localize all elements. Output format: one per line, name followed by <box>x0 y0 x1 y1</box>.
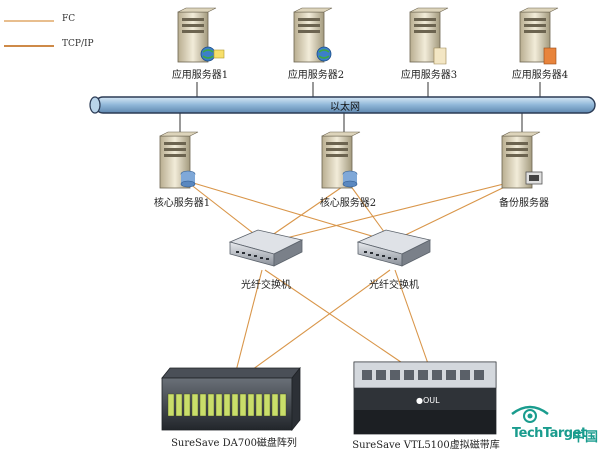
legend-tcpip-label: TCP/IP <box>62 39 94 49</box>
backup-server-icon <box>501 131 543 189</box>
legend-fc-label: FC <box>62 14 76 24</box>
fibre-switch-2-icon <box>356 229 432 267</box>
disk-bay <box>199 393 207 417</box>
disk-bay <box>231 393 239 417</box>
app-server-2-icon <box>293 7 333 63</box>
disk-bay <box>255 393 263 417</box>
app-server-3-label: 应用服务器3 <box>400 70 458 81</box>
core-server-2-icon <box>321 131 361 189</box>
fibre-switch-1-label: 光纤交换机 <box>241 280 291 291</box>
app-server-3-icon <box>409 7 449 65</box>
fibre-switch-1-icon <box>228 229 304 267</box>
disk-bay <box>239 393 247 417</box>
ethernet-bus <box>89 96 596 114</box>
disk-bay <box>223 393 231 417</box>
core-server-1-icon <box>159 131 199 189</box>
disk-bay <box>263 393 271 417</box>
disk-bay <box>167 393 175 417</box>
app-server-4-label: 应用服务器4 <box>511 70 569 81</box>
brand-label: TechTarget <box>512 426 587 441</box>
core-server-1-label: 核心服务器1 <box>153 198 211 209</box>
disk-bay <box>271 393 279 417</box>
app-bus-links <box>179 82 541 135</box>
svg-text:●OUL: ●OUL <box>416 396 440 405</box>
fibre-switch-2-label: 光纤交换机 <box>369 280 419 291</box>
disk-bay <box>175 393 183 417</box>
tape-library-icon: ●OUL <box>353 361 497 435</box>
techtarget-logo-icon <box>511 405 549 423</box>
app-server-4-icon <box>519 7 559 65</box>
backup-server-label: 备份服务器 <box>499 198 549 209</box>
tape-library-label: SureSave VTL5100虚拟磁带库 <box>352 440 500 451</box>
disk-bay <box>207 393 215 417</box>
disk-bay <box>183 393 191 417</box>
ethernet-bus-label: 以太网 <box>330 102 360 113</box>
legend <box>4 20 54 47</box>
app-server-1-icon <box>177 7 225 63</box>
disk-bay <box>191 393 199 417</box>
disk-bay <box>215 393 223 417</box>
disk-bay <box>247 393 255 417</box>
disk-bay <box>279 393 287 417</box>
core-server-2-label: 核心服务器2 <box>319 198 377 209</box>
brand-region-label: 中国 <box>572 430 599 445</box>
disk-array-label: SureSave DA700磁盘阵列 <box>171 438 297 449</box>
disk-array-icon <box>161 366 301 432</box>
app-server-1-label: 应用服务器1 <box>171 70 229 81</box>
app-server-2-label: 应用服务器2 <box>287 70 345 81</box>
fc-links <box>184 179 521 376</box>
